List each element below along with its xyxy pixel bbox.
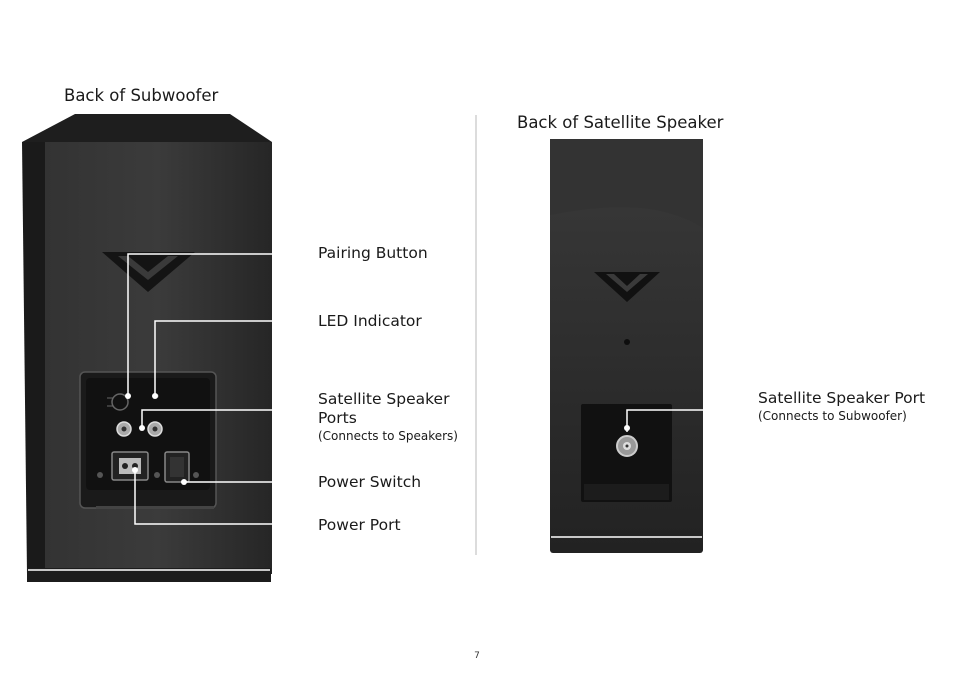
power-port-callout: [134, 470, 304, 525]
page-number: 7: [474, 651, 480, 661]
satellite-ports-label: Satellite Speaker Ports (Connects to Spe…: [318, 390, 468, 444]
subwoofer-illustration: [22, 114, 304, 582]
subwoofer-title: Back of Subwoofer: [64, 86, 219, 105]
led-indicator-label: LED Indicator: [318, 312, 422, 330]
pairing-button-callout: [127, 253, 298, 396]
pairing-button-label: Pairing Button: [318, 244, 428, 262]
satellite-ports-note: (Connects to Speakers): [318, 429, 458, 443]
power-switch-label: Power Switch: [318, 473, 422, 491]
power-port-label: Power Port: [318, 516, 401, 534]
satellite-ports-callout: [141, 409, 304, 428]
satellite-port-note: (Connects to Subwoofer): [758, 409, 907, 423]
satellite-port-label-text: Satellite Speaker Port: [758, 389, 926, 407]
satellite-port-label: Satellite Speaker Port (Connects to Subw…: [758, 389, 925, 424]
satellite-port-callout: [626, 409, 754, 432]
led-indicator-callout: [154, 320, 304, 396]
satellite-ports-label-text: Satellite Speaker Ports: [318, 390, 450, 427]
satellite-title: Back of Satellite Speaker: [517, 113, 724, 132]
satellite-speaker-illustration: [550, 139, 754, 553]
pairing-button-icon: [111, 393, 129, 411]
